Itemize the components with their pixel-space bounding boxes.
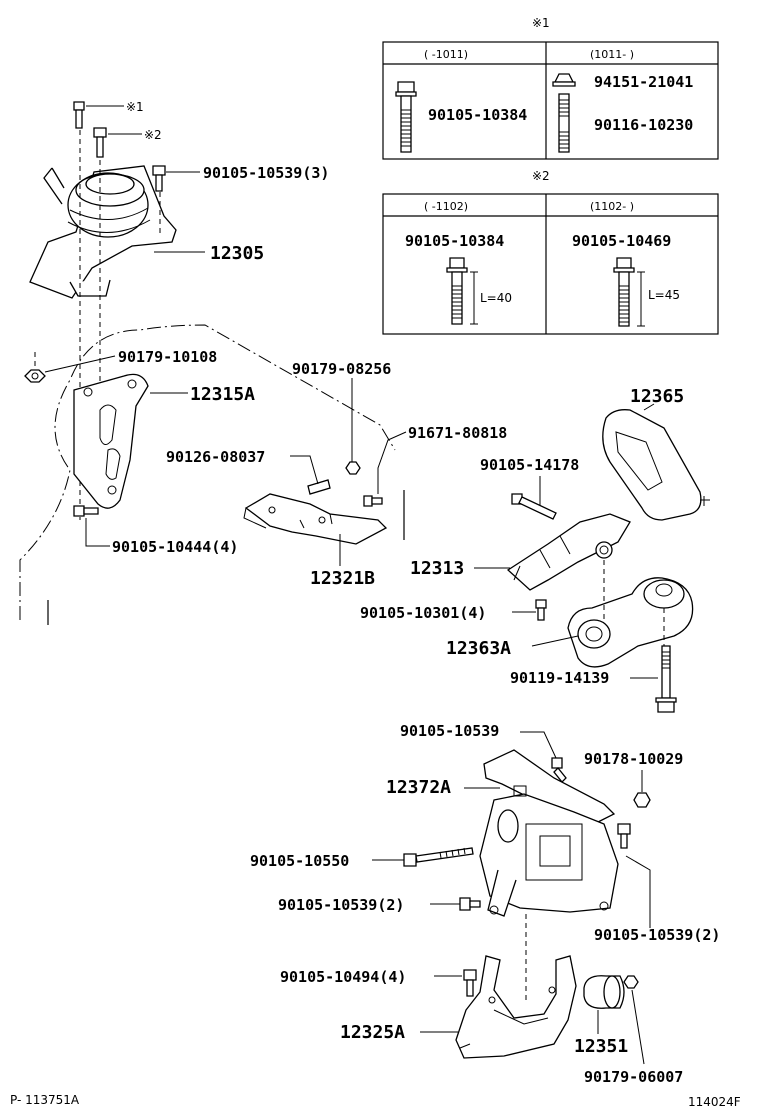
bracket-12315A: [73, 373, 188, 509]
label-12315A: 12315A: [190, 384, 255, 405]
table1: ( -1011) (1011- ) 90105-10384 94151-2104…: [382, 41, 719, 160]
bracket-12321B: [243, 493, 388, 566]
table2: ( -1102) (1102- ) 90105-10384 90105-1046…: [382, 193, 719, 335]
bolt-90105-10539-2a: [430, 897, 481, 911]
bolt-90105-10550: [372, 847, 474, 867]
label-90105-10539-3: 90105-10539(3): [203, 164, 329, 182]
label-90126-08037: 90126-08037: [166, 448, 265, 466]
bolt-90105-10539-3: [152, 165, 200, 192]
label-90105-10539-2b: 90105-10539(2): [594, 926, 720, 944]
table2-mark: ※2: [532, 169, 550, 183]
table1-left-part: 90105-10384: [428, 106, 527, 124]
nut-90179-08256: [345, 378, 361, 475]
label-90105-14178: 90105-14178: [480, 456, 579, 474]
label-12351: 12351: [574, 1036, 628, 1057]
label-90178-10029: 90178-10029: [584, 750, 683, 768]
bolt-90105-10444-4: [73, 505, 110, 547]
table1-right-part-bottom: 90116-10230: [594, 116, 693, 134]
label-90105-10539-a: 90105-10539: [400, 722, 499, 740]
mount-bracket-12372A: [464, 749, 619, 917]
torque-rod-12363A: [531, 577, 694, 668]
stud-bolt-icon: [558, 93, 570, 153]
bolt-90105-10301-4: [512, 599, 547, 621]
cover-12365: [602, 403, 710, 521]
label-12313: 12313: [410, 558, 464, 579]
bolt-mark1: [73, 101, 124, 129]
table2-col-left: ( -1102): [424, 200, 468, 213]
label-90105-10539-2a: 90105-10539(2): [278, 896, 404, 914]
footer-right-code: 114024F: [688, 1095, 741, 1109]
table1-mark: ※1: [532, 16, 550, 30]
table1-col-right: (1011- ): [590, 48, 634, 61]
nut-90178-10029: [633, 770, 651, 808]
bracket-12313: [474, 513, 631, 591]
nut-icon: [552, 73, 576, 87]
footer-left-code: P- 113751A: [10, 1093, 80, 1107]
engine-mount-12305: [29, 165, 205, 299]
table2-right-part: 90105-10469: [572, 232, 671, 250]
label-12325A: 12325A: [340, 1022, 405, 1043]
label-90119-14139: 90119-14139: [510, 669, 609, 687]
table2-right-length: L=45: [648, 288, 680, 302]
engine-outline: [19, 324, 396, 620]
label-12305: 12305: [210, 243, 264, 264]
bolt-90105-10539-a: [520, 731, 567, 783]
bolt-icon: [613, 257, 645, 327]
label-91671-80818: 91671-80818: [408, 424, 507, 442]
label-90179-08256: 90179-08256: [292, 360, 391, 378]
bushing-12351: [583, 975, 625, 1034]
label-90105-10444-4: 90105-10444(4): [112, 538, 238, 556]
bolt-90105-14178: [511, 476, 557, 520]
table1-col-left: ( -1011): [424, 48, 468, 61]
label-12363A: 12363A: [446, 638, 511, 659]
bolt-90105-10494-4: [434, 969, 477, 997]
bolt-91671-80818: [363, 431, 407, 507]
bolt-90119-14139: [630, 645, 677, 713]
label-mark2: ※2: [144, 128, 162, 142]
label-mark1: ※1: [126, 100, 144, 114]
nut-90179-06007: [623, 975, 645, 1065]
bolt-icon: [395, 81, 417, 153]
label-90105-10494-4: 90105-10494(4): [280, 968, 406, 986]
bolt-icon: [446, 257, 478, 325]
table1-right-part-top: 94151-21041: [594, 73, 693, 91]
table2-col-right: (1102- ): [590, 200, 634, 213]
label-12321B: 12321B: [310, 568, 375, 589]
nut-90179-10108: [24, 352, 116, 383]
label-90179-06007: 90179-06007: [584, 1068, 683, 1086]
bolt-90105-10539-2b: [617, 823, 651, 928]
label-90179-10108: 90179-10108: [118, 348, 217, 366]
label-90105-10550: 90105-10550: [250, 852, 349, 870]
label-12372A: 12372A: [386, 777, 451, 798]
stud-90126-08037: [290, 455, 331, 495]
label-90105-10301-4: 90105-10301(4): [360, 604, 486, 622]
table2-left-length: L=40: [480, 291, 512, 305]
label-12365: 12365: [630, 386, 684, 407]
table2-left-part: 90105-10384: [405, 232, 504, 250]
bracket-12325A: [420, 955, 577, 1059]
bolt-mark2: [93, 127, 142, 158]
